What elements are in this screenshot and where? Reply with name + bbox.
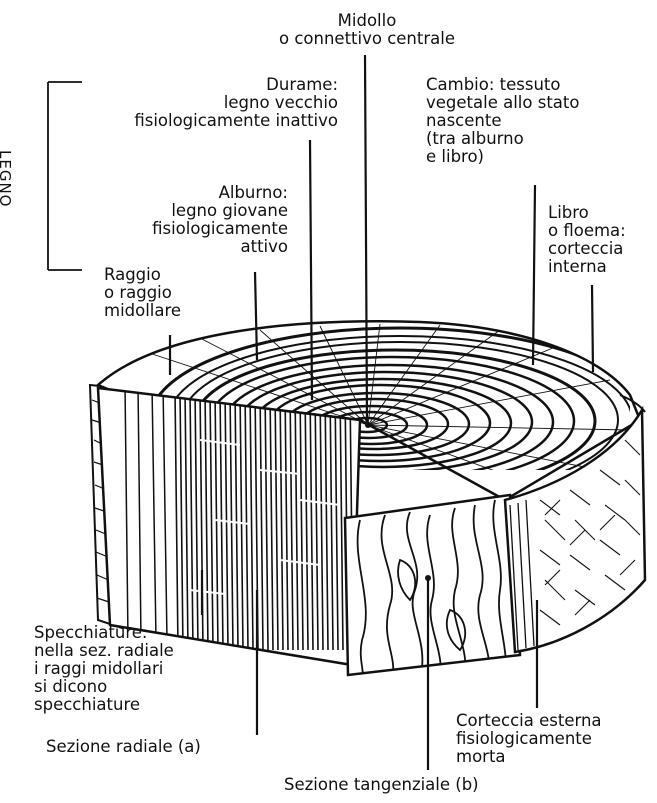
- label-sezione-radiale: Sezione radiale (a): [46, 738, 286, 756]
- label-durame: Durame: legno vecchio fisiologicamente i…: [82, 76, 338, 130]
- label-cambio: Cambio: tessuto vegetale allo stato nasc…: [426, 76, 646, 166]
- label-midollo: Midollo o connettivo centrale: [238, 12, 496, 48]
- label-sezione-tangenziale: Sezione tangenziale (b): [284, 776, 584, 794]
- legno-bracket: [48, 82, 82, 270]
- label-raggio: Raggio o raggio midollare: [104, 266, 244, 320]
- label-legno: LEGNO: [0, 150, 14, 208]
- label-specchiature: Specchiature: nella sez. radiale i raggi…: [34, 624, 254, 714]
- libro-leader: [592, 285, 593, 372]
- label-corteccia-esterna: Corteccia esterna fisiologicamente morta: [456, 712, 654, 766]
- cambio-leader: [533, 185, 535, 365]
- tangential-section: [345, 495, 520, 680]
- label-libro: Libro o floema: corteccia interna: [548, 204, 654, 276]
- label-alburno: Alburno: legno giovane fisiologicamente …: [120, 184, 288, 256]
